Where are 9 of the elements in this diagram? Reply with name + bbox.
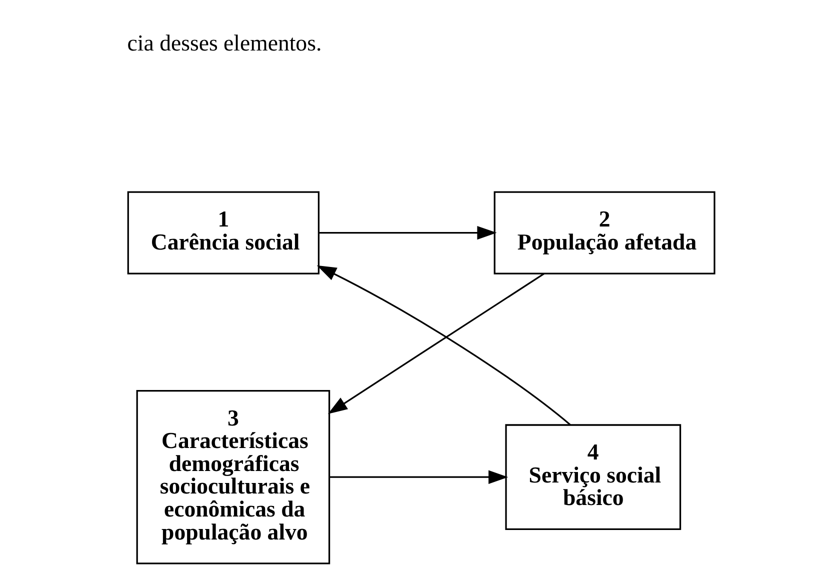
- node-box: 3 Características demográficas socioculturais e econômicas da população alvo: [136, 390, 330, 564]
- node-box: 4 Serviço social básico: [505, 424, 682, 530]
- arrow: [328, 273, 544, 414]
- node-box: 1 Carência social: [127, 191, 320, 274]
- node-box: 2 População afetada: [494, 191, 716, 274]
- arrow: [319, 226, 497, 240]
- label: cia desses elementos.: [127, 30, 322, 56]
- arrow: [330, 470, 508, 484]
- arrow: [316, 265, 571, 426]
